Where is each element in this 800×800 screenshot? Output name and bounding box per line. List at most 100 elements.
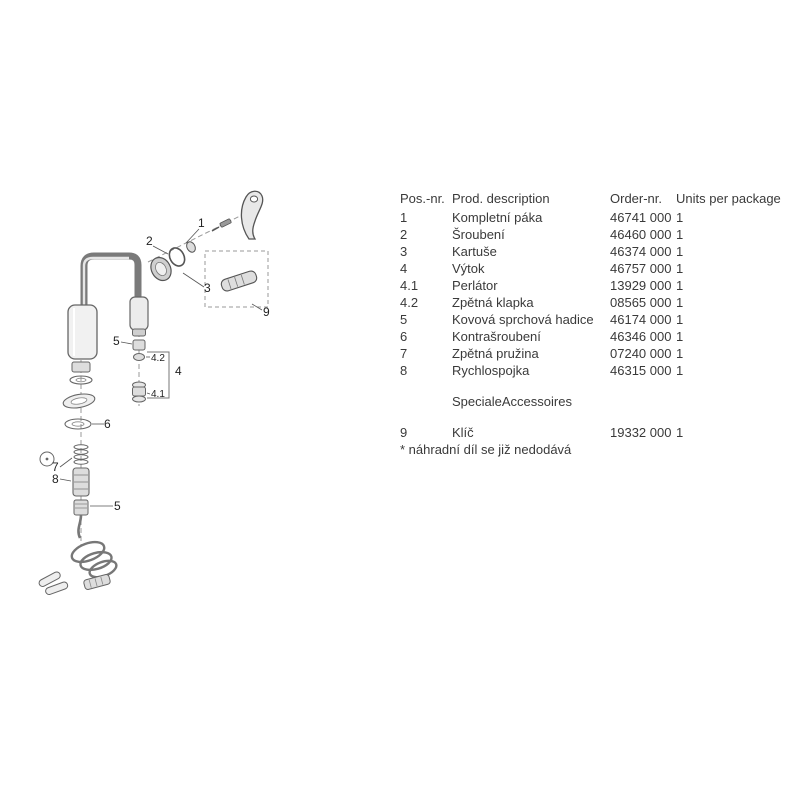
cell-desc: Klíč bbox=[452, 425, 474, 440]
hose-weight-part bbox=[83, 573, 111, 591]
cell-units: 1 bbox=[676, 312, 684, 327]
callout-4: 4 bbox=[175, 364, 182, 378]
exploded-view-diagram: 1 2 3 9 5 4.2 4 4.1 6 7 8 5 bbox=[20, 185, 380, 605]
table-row: 4.2 Zpětná klapka 08565 000 1 bbox=[400, 294, 788, 311]
section-row: SpecialeAccessoires bbox=[400, 393, 788, 410]
cell-units: 1 bbox=[676, 329, 684, 344]
mounting-tool-part bbox=[38, 571, 69, 596]
callout-8: 8 bbox=[52, 472, 59, 486]
cell-order: 46346 000 bbox=[610, 329, 672, 344]
footnote: * náhradní díl se již nedodává bbox=[400, 442, 572, 457]
detail-circle bbox=[39, 451, 55, 467]
cell-desc: Šroubení bbox=[452, 227, 505, 242]
col-header-units: Units per package bbox=[676, 191, 781, 206]
callout-5-lower: 5 bbox=[114, 499, 121, 513]
return-spring-part bbox=[73, 444, 89, 465]
table-row: 4 Výtok 46757 000 1 bbox=[400, 260, 788, 277]
callout-2: 2 bbox=[146, 234, 153, 248]
callout-5-upper: 5 bbox=[113, 334, 120, 348]
cell-order: 46174 000 bbox=[610, 312, 672, 327]
parts-table-header: Pos.-nr. Prod. description Order-nr. Uni… bbox=[400, 190, 788, 209]
cell-units: 1 bbox=[676, 278, 684, 293]
quick-coupling-part bbox=[72, 467, 90, 497]
cell-desc: Rychlospojka bbox=[452, 363, 530, 378]
group-4-bracket bbox=[147, 351, 170, 399]
cell-pos: 4.2 bbox=[400, 295, 419, 310]
spacer-cell bbox=[400, 410, 788, 424]
cell-pos: 3 bbox=[400, 244, 408, 259]
cell-desc: Zpětná pružina bbox=[452, 346, 539, 361]
screw-part bbox=[211, 218, 232, 232]
callout-labels: 1 2 3 9 5 4.2 4 4.1 6 7 8 5 bbox=[52, 216, 270, 513]
cell-pos: 1 bbox=[400, 210, 408, 225]
table-row: 5 Kovová sprchová hadice 46174 000 1 bbox=[400, 311, 788, 328]
cell-desc: Výtok bbox=[452, 261, 485, 276]
col-header-order: Order-nr. bbox=[610, 191, 663, 206]
cell-units bbox=[676, 393, 788, 410]
cell-pos: 4 bbox=[400, 261, 408, 276]
mounting-parts bbox=[62, 361, 96, 430]
cartridge-parts bbox=[150, 241, 196, 282]
spacer-row bbox=[400, 410, 788, 424]
cell-order: 46741 000 bbox=[610, 210, 672, 225]
spacer-cell bbox=[400, 379, 788, 393]
spring-and-coupling-parts bbox=[39, 444, 90, 497]
cell-pos: 5 bbox=[400, 312, 408, 327]
cell-order: 46460 000 bbox=[610, 227, 672, 242]
cell-order: 46757 000 bbox=[610, 261, 672, 276]
cell-desc: Kontrašroubení bbox=[452, 329, 541, 344]
col-header-desc: Prod. description bbox=[452, 191, 550, 206]
lever-handle-part bbox=[240, 190, 264, 240]
footnote-row: * náhradní díl se již nedodává bbox=[400, 441, 788, 458]
cell-order: 46374 000 bbox=[610, 244, 672, 259]
cell-pos: 4.1 bbox=[400, 278, 419, 293]
callout-4-1: 4.1 bbox=[151, 389, 165, 400]
callout-9: 9 bbox=[263, 305, 270, 319]
callout-1: 1 bbox=[198, 216, 205, 230]
cell-order: 07240 000 bbox=[610, 346, 672, 361]
cell-order bbox=[610, 393, 676, 410]
callout-3: 3 bbox=[204, 281, 211, 295]
cell-units: 1 bbox=[676, 210, 684, 225]
cell-units: 1 bbox=[676, 227, 684, 242]
parts-table-body: 1 Kompletní páka 46741 000 1 2 Šroubení 46460 … bbox=[400, 209, 788, 458]
col-header-pos: Pos.-nr. bbox=[400, 191, 445, 206]
section-label: SpecialeAccessoires bbox=[452, 394, 572, 409]
cell-units: 1 bbox=[676, 295, 684, 310]
header-row: Pos.-nr. Prod. description Order-nr. Uni… bbox=[400, 190, 788, 209]
cell-desc: Perlátor bbox=[452, 278, 498, 293]
cell-desc: Zpětná klapka bbox=[452, 295, 534, 310]
faucet-body bbox=[67, 252, 149, 360]
hose-and-tools bbox=[38, 499, 118, 596]
callout-6: 6 bbox=[104, 417, 111, 431]
cell-order: 46315 000 bbox=[610, 363, 672, 378]
callout-4-2: 4.2 bbox=[151, 353, 165, 364]
cell-pos: 9 bbox=[400, 425, 408, 440]
cell-units: 1 bbox=[676, 363, 684, 378]
cell-order: 19332 000 bbox=[610, 425, 672, 440]
spout-exploded-parts bbox=[132, 339, 170, 403]
table-row: 1 Kompletní páka 46741 000 1 bbox=[400, 209, 788, 226]
callout-7: 7 bbox=[52, 460, 59, 474]
accessory-row: 9 Klíč 19332 000 1 bbox=[400, 424, 788, 441]
table-row: 2 Šroubení 46460 000 1 bbox=[400, 226, 788, 243]
cell-units: 1 bbox=[676, 261, 684, 276]
cell-units: 1 bbox=[676, 346, 684, 361]
cell-pos: 7 bbox=[400, 346, 408, 361]
cell-pos bbox=[400, 393, 452, 410]
cell-desc: Kartuše bbox=[452, 244, 497, 259]
cell-pos: 2 bbox=[400, 227, 408, 242]
table-row: 7 Zpětná pružina 07240 000 1 bbox=[400, 345, 788, 362]
cell-units: 1 bbox=[676, 425, 684, 440]
service-tool-box bbox=[204, 250, 269, 308]
parts-table: Pos.-nr. Prod. description Order-nr. Uni… bbox=[400, 190, 788, 458]
table-row: 6 Kontrašroubení 46346 000 1 bbox=[400, 328, 788, 345]
cell-order: 08565 000 bbox=[610, 295, 672, 310]
faucet-exploded-drawing: 1 2 3 9 5 4.2 4 4.1 6 7 8 5 bbox=[38, 190, 270, 596]
cell-desc: Kovová sprchová hadice bbox=[452, 312, 594, 327]
cell-desc: Kompletní páka bbox=[452, 210, 543, 225]
cell-pos: 6 bbox=[400, 329, 408, 344]
